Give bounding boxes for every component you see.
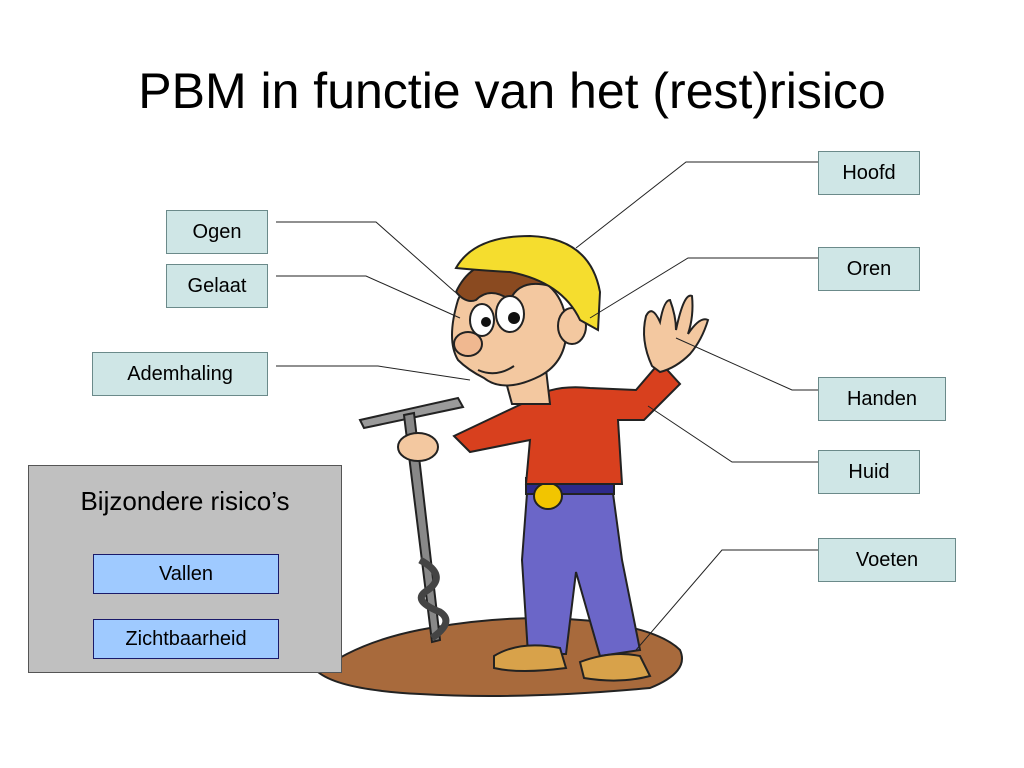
nose [453,331,483,357]
leader-ogen [276,221,456,293]
leader-gelaat [276,275,461,319]
leader-huid [647,405,818,463]
raised-hand [643,294,710,374]
leader-hoofd [575,161,818,249]
label-huid: Huid [818,450,920,494]
label-ademhaling: Ademhaling [92,352,268,396]
label-ogen: Ogen [166,210,268,254]
auger-tool [358,396,465,644]
label-hoofd: Hoofd [818,151,920,195]
risk-vallen: Vallen [93,554,279,594]
trousers [520,478,642,658]
leader-ademhaling [276,365,471,381]
risk-zichtbaarheid: Zichtbaarheid [93,619,279,659]
left-shoe [493,644,568,672]
special-risks-panel: Bijzondere risico’s Vallen Zichtbaarheid [28,465,342,673]
leader-handen [675,337,818,391]
leader-oren [589,257,818,319]
holding-hand [397,432,439,462]
page-title: PBM in functie van het (rest)risico [138,63,886,119]
helmet [454,234,602,332]
label-oren: Oren [818,247,920,291]
label-gelaat: Gelaat [166,264,268,308]
mouth [477,365,515,375]
special-risks-title: Bijzondere risico’s [80,486,290,516]
label-voeten: Voeten [818,538,956,582]
leader-voeten [635,549,818,651]
right-shoe [578,653,652,682]
label-handen: Handen [818,377,946,421]
belt-buckle [533,482,563,510]
leader-lines [276,161,818,651]
